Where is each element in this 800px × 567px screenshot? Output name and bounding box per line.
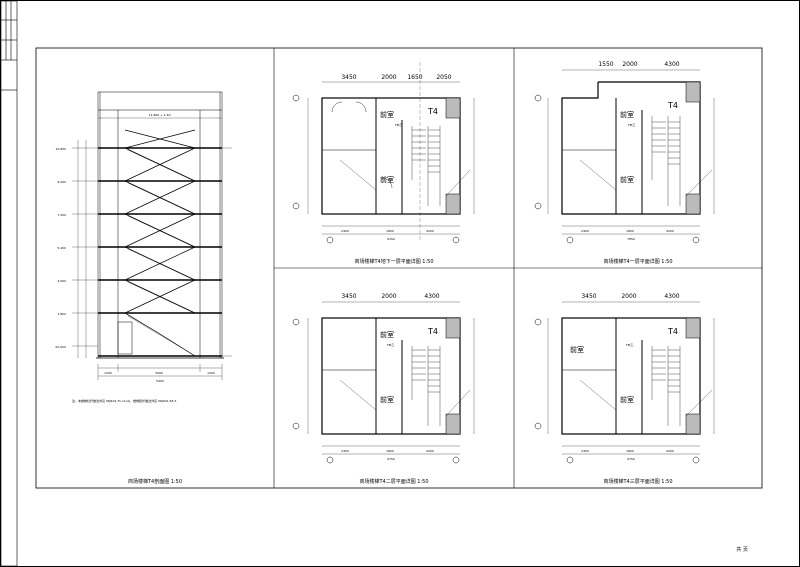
section-overall-dim: 5400 xyxy=(156,379,164,383)
section-labels: 10.800 9.000 7.200 5.400 3.600 1.800 ±0.… xyxy=(55,113,215,403)
plan-1-drawing xyxy=(534,69,715,244)
dim-label: 4300 xyxy=(424,293,439,300)
dim-label: 1800 xyxy=(626,229,634,233)
plan-b1-drawing xyxy=(292,62,475,244)
dim-label: 2400 xyxy=(581,229,589,233)
door-label: FM乙 xyxy=(395,122,402,127)
dim-label: 3450 xyxy=(341,74,356,81)
room-label: 前室 xyxy=(620,395,634,404)
room-label: 前室 xyxy=(620,110,634,119)
dim-label: 2400 xyxy=(581,449,589,453)
stair-tag: T4 xyxy=(667,327,678,336)
caption-plan-2: 商场楼梯T4二层平面详图 1:50 xyxy=(359,479,429,485)
plan-2-drawing xyxy=(292,301,475,464)
dim-label: 2000 xyxy=(622,61,637,68)
plan-3-labels: 3450 2000 4300 前室 前室 T4 FM乙 2400 1800 42… xyxy=(570,293,680,461)
section-note: 注：本楼梯栏杆做法详见 98J401-T1-11(4)，楼梯踏步做法详见 98J… xyxy=(72,398,176,403)
dim-overall: 9750 xyxy=(627,457,635,461)
dim-label: 4300 xyxy=(664,293,679,300)
dim-label: 2400 xyxy=(341,449,349,453)
level-mark: 3.600 xyxy=(57,279,66,283)
dim-label: 2050 xyxy=(436,74,451,81)
dim-label: 3450 xyxy=(581,293,596,300)
section-top-dim: 11,800 + 1.2m xyxy=(149,113,172,117)
dim-label: 2000 xyxy=(381,293,396,300)
dim-label: 3450 xyxy=(341,293,356,300)
stair-tag: T4 xyxy=(427,327,438,336)
dim-label: 2000 xyxy=(621,293,636,300)
door-label: FM乙 xyxy=(626,342,633,347)
caption-plan-3: 商场楼梯T4三层平面详图 1:50 xyxy=(603,479,673,485)
dim-label: 1550 xyxy=(598,61,613,68)
section-dim: 1200 xyxy=(104,371,112,375)
plan-b1-labels: 3450 2000 1650 2050 前室 前室 T4 FM乙 2400 18… xyxy=(341,74,452,241)
dim-label: 1800 xyxy=(626,449,634,453)
door-label: FM乙 xyxy=(387,342,394,347)
door-label: FM乙 xyxy=(628,122,635,127)
dim-label: 4200 xyxy=(666,449,674,453)
stair-tag: T4 xyxy=(427,107,438,116)
level-mark: ±0.000 xyxy=(55,345,66,349)
level-mark: 9.000 xyxy=(57,180,66,184)
binding-strip xyxy=(0,0,18,567)
dim-label: 4200 xyxy=(666,229,674,233)
caption-section: 商场楼梯T4剖面图 1:50 xyxy=(127,479,183,485)
level-mark: 10.800 xyxy=(56,147,67,151)
stair-tag: T4 xyxy=(667,101,678,110)
dim-label: 4200 xyxy=(426,229,434,233)
section-drawing xyxy=(72,91,232,380)
dim-label: 4300 xyxy=(664,61,679,68)
dim-label: 1800 xyxy=(386,229,394,233)
room-label: 前室 xyxy=(380,330,394,339)
dim-overall: 9150 xyxy=(387,237,395,241)
caption-plan-b1: 商场楼梯T4地下一层平面详图 1:50 xyxy=(354,259,434,265)
page-number: 共 页 xyxy=(736,547,748,553)
caption-plan-1: 商场楼梯T4一层平面详图 1:50 xyxy=(603,259,673,265)
dim-overall: 9750 xyxy=(387,457,395,461)
room-label: 前室 xyxy=(620,175,634,184)
plan-1-labels: 1550 2000 4300 前室 前室 T4 FM乙 2400 1800 42… xyxy=(581,61,680,241)
dim-overall: 7850 xyxy=(627,237,635,241)
dim-label: 2000 xyxy=(381,74,396,81)
section-dim: 3000 xyxy=(155,371,163,375)
dim-label: 4200 xyxy=(426,449,434,453)
level-mark: 5.400 xyxy=(57,246,66,250)
plan-3-drawing xyxy=(534,301,715,464)
dim-label: 1650 xyxy=(407,74,422,81)
room-label: 前室 xyxy=(380,110,394,119)
level-mark: 1.800 xyxy=(57,312,66,316)
level-mark: 7.200 xyxy=(57,213,66,217)
room-label: 前室 xyxy=(380,395,394,404)
room-label: 前室 xyxy=(380,175,394,184)
room-label: 前室 xyxy=(570,345,584,354)
plan-2-labels: 3450 2000 4300 前室 前室 T4 FM乙 2400 1800 42… xyxy=(341,293,440,461)
dim-label: 1800 xyxy=(386,449,394,453)
section-dim: 1200 xyxy=(207,371,215,375)
dim-label: 2400 xyxy=(341,229,349,233)
